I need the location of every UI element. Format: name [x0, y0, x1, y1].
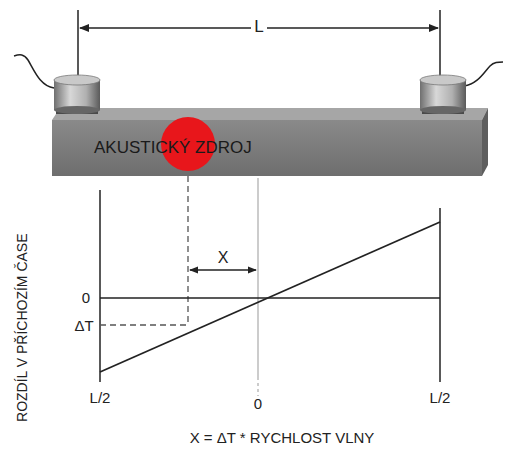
sensor-cable [14, 55, 503, 88]
axis-tick: L/2 [90, 390, 111, 407]
axis-tick: L/2 [430, 390, 451, 407]
dimension-line [78, 10, 440, 76]
graph-lines [100, 176, 440, 398]
beam [52, 108, 488, 176]
axis-tick: 0 [82, 290, 90, 307]
axis-title: ROZDÍL V PŘÍCHOZÍM ČASE [14, 234, 29, 423]
sensor [420, 75, 466, 114]
distance-label: X [218, 249, 229, 267]
source-label: AKUSTICKÝ ZDROJ [94, 138, 252, 158]
formula: X = ΔT * RYCHLOST VLNY [190, 430, 375, 447]
axis-tick: ΔT [74, 318, 93, 335]
beam-band: AKUSTICKÝ ZDROJ [52, 120, 482, 176]
axis-tick: 0 [251, 396, 265, 413]
sensor [54, 75, 100, 114]
dimension-label: L [251, 18, 266, 37]
